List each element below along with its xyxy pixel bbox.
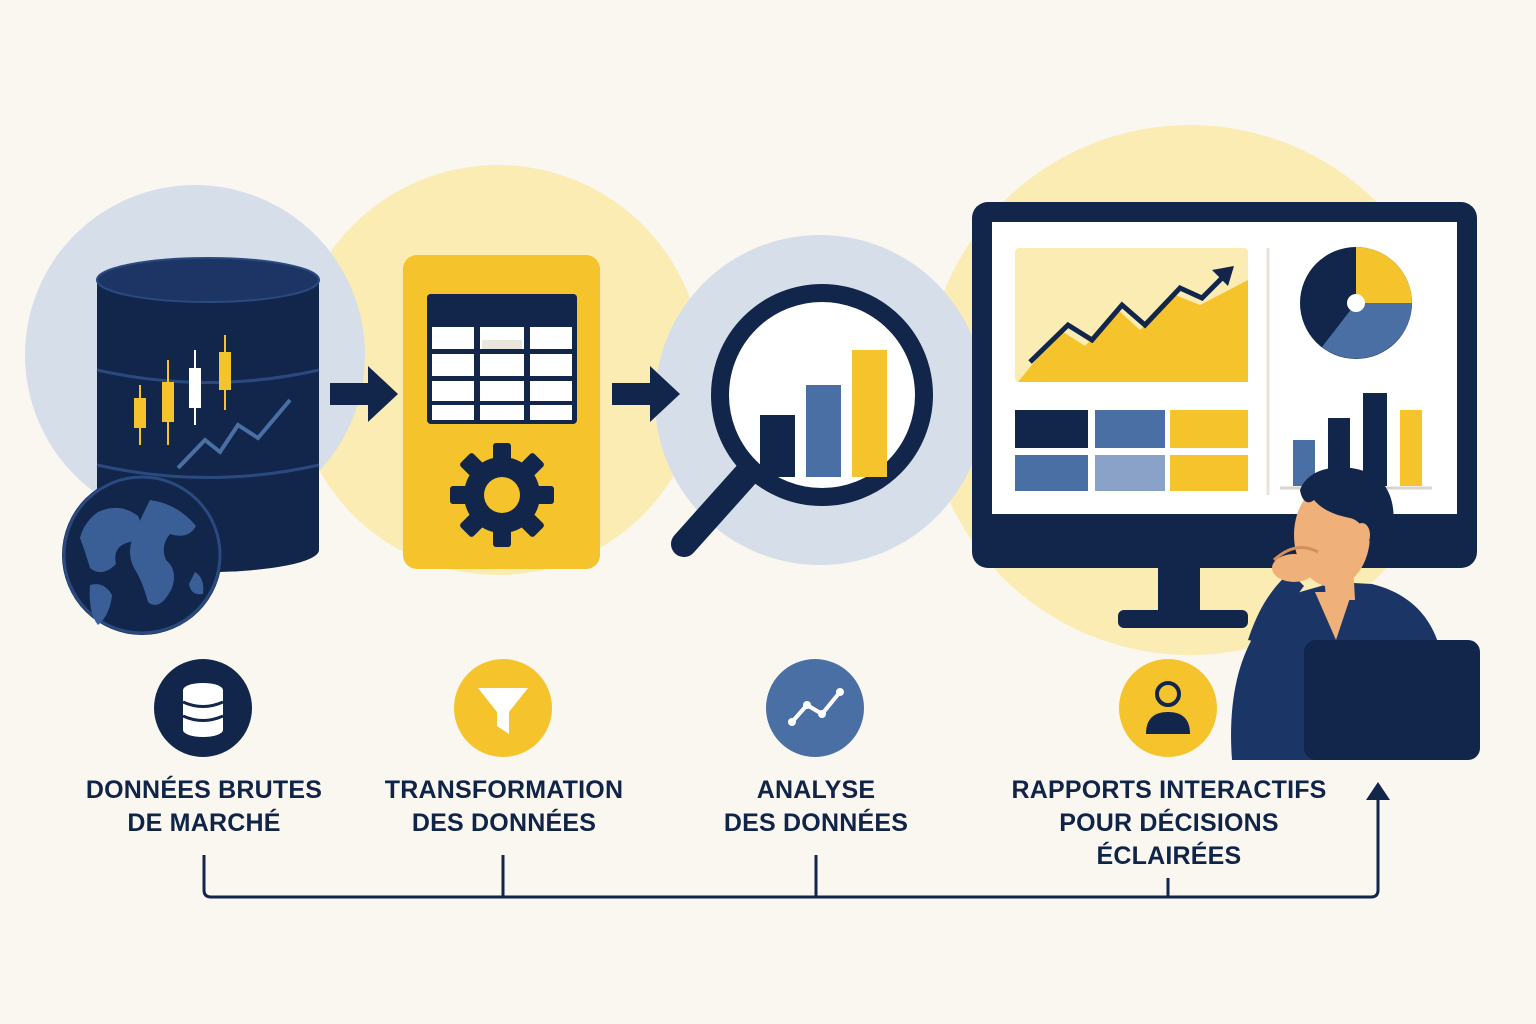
label-line: DONNÉES BRUTES [85, 776, 323, 804]
label-line: DES DONNÉES [723, 809, 909, 837]
label-line: DE MARCHÉ [127, 809, 281, 837]
gear-icon [450, 443, 554, 547]
label-line: POUR DÉCISIONS [1059, 809, 1279, 837]
arrow-icon [330, 366, 398, 422]
label-line: TRANSFORMATION [384, 776, 624, 804]
stage-label-analysis: ANALYSE DES DONNÉES [666, 774, 966, 840]
globe-icon [62, 475, 222, 635]
chair-back [1304, 640, 1480, 760]
person-illustration [1231, 467, 1480, 760]
stage-label-transformation: TRANSFORMATION DES DONNÉES [354, 774, 654, 840]
label-line: ANALYSE [756, 776, 876, 804]
pie-chart-icon [1300, 247, 1412, 359]
arrow-icon [612, 366, 680, 422]
magnifying-glass-icon [671, 284, 933, 557]
stage-label-raw-data: DONNÉES BRUTES DE MARCHÉ [54, 774, 354, 840]
label-line: ÉCLAIRÉES [1096, 842, 1242, 870]
label-line: DES DONNÉES [411, 809, 597, 837]
line-chart-icon [766, 659, 864, 757]
candlestick-chart [134, 335, 292, 470]
dashboard-line-chart [1015, 248, 1248, 382]
arrow-up-icon [1366, 782, 1390, 800]
label-line: RAPPORTS INTERACTIFS [1011, 776, 1327, 804]
database-icon [154, 659, 252, 757]
stage-label-reports: RAPPORTS INTERACTIFS POUR DÉCISIONS ÉCLA… [1004, 774, 1334, 873]
funnel-icon [454, 659, 552, 757]
flow-connector [202, 790, 1380, 899]
dashboard-tiles [1015, 410, 1248, 491]
user-icon [1119, 659, 1217, 757]
